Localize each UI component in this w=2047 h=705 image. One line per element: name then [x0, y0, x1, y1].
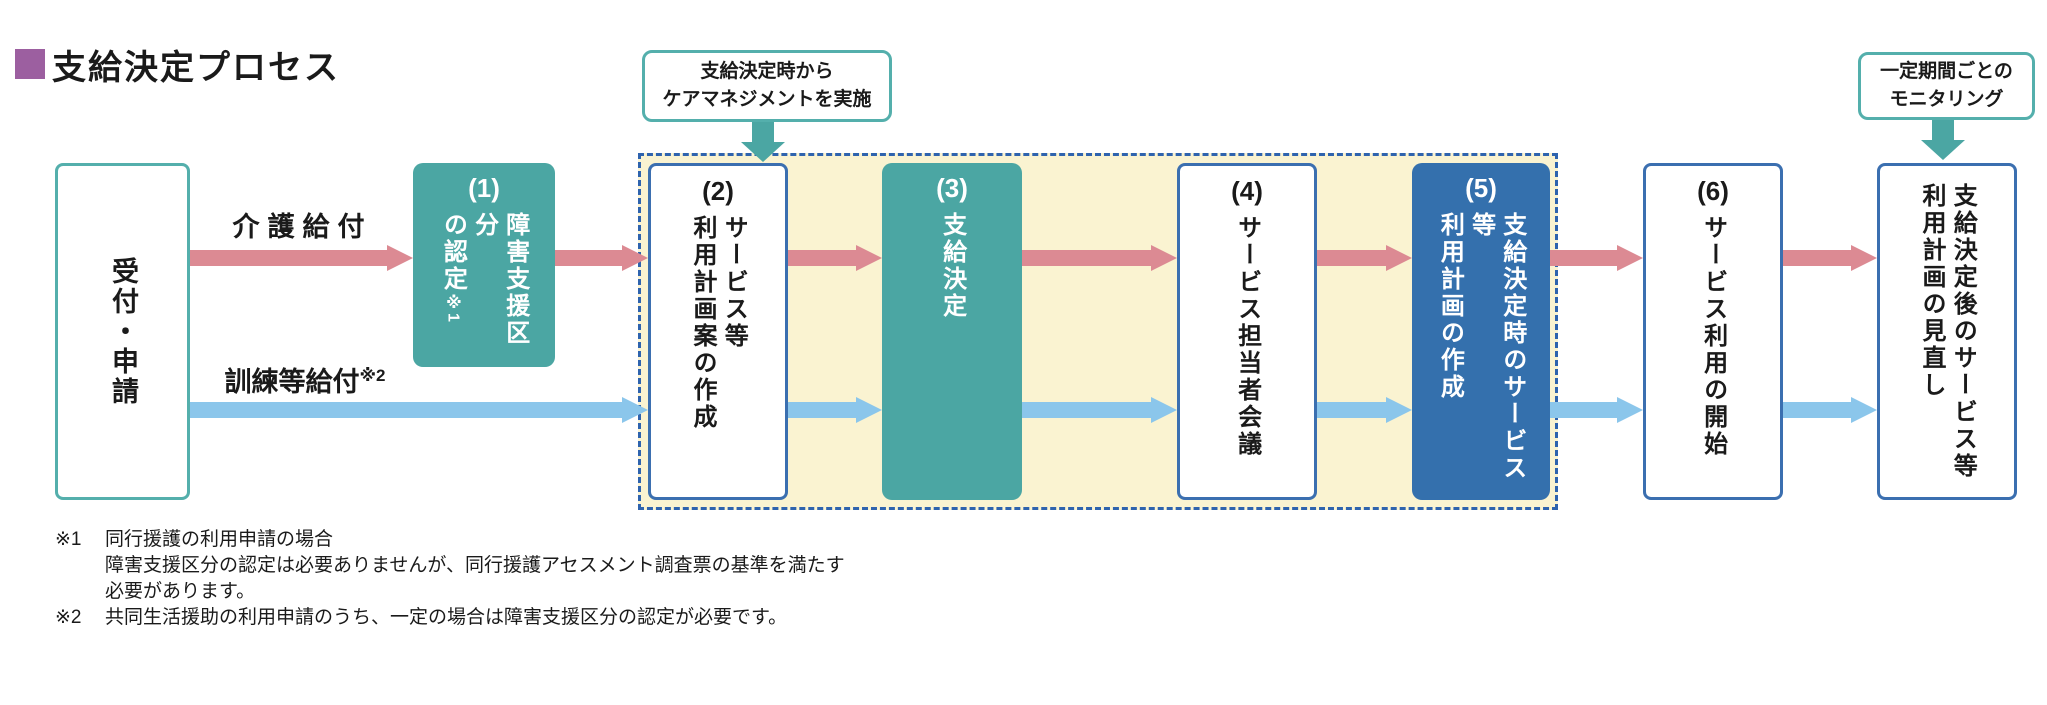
- kunren-benefit-note: ※2: [359, 366, 386, 385]
- page-title: 支給決定プロセス: [52, 48, 340, 87]
- review-box: 支給決定後のサービス等 利用計画の見直し: [1877, 163, 2017, 500]
- step3-number: (3): [936, 173, 968, 203]
- footnote-1: ※1 同行援護の利用申請の場合 障害支援区分の認定は必要ありませんが、同行援護ア…: [55, 527, 1555, 605]
- arrow-blue-step4-step5: [1317, 402, 1386, 418]
- step1-label-text: 障害支援区分 の認定: [439, 212, 529, 348]
- footnote-2-text: 共同生活援助の利用申請のうち、一定の場合は障害支援区分の認定が必要です。: [105, 607, 788, 628]
- arrow-blue-step2-step3: [788, 402, 856, 418]
- footnote-1-text: 同行援護の利用申請の場合 障害支援区分の認定は必要ありませんが、同行援護アセスメ…: [105, 529, 845, 602]
- kunren-benefit-text: 訓練等給付: [224, 367, 360, 397]
- step4-box: (4) サービス担当者会議: [1177, 163, 1317, 500]
- down-arrow-head: [741, 142, 785, 162]
- footnote-2-marker: ※2: [55, 607, 82, 628]
- down-arrow-icon: [741, 122, 785, 162]
- arrow-pink-step3-step4: [1022, 250, 1151, 266]
- arrow-pink-step6-review: [1783, 250, 1851, 266]
- arrow-pink-step1-step2: [555, 250, 622, 266]
- arrow-pink-step4-step5: [1317, 250, 1386, 266]
- reception-label: 受付・申請: [108, 256, 139, 407]
- step3-box: (3) 支給決定: [882, 163, 1022, 500]
- callout-monitoring: 一定期間ごとの モニタリング: [1858, 52, 2035, 120]
- down-arrow-shaft: [1932, 120, 1954, 140]
- review-label: 支給決定後のサービス等 利用計画の見直し: [1918, 183, 1977, 480]
- down-arrow-head: [1921, 140, 1965, 160]
- step5-number: (5): [1465, 173, 1497, 203]
- arrow-blue-step6-review: [1783, 402, 1851, 418]
- kunren-benefit-label: 訓練等給付※2: [195, 360, 415, 399]
- step5-label: 支給決定時のサービス等 利用計画の作成: [1436, 212, 1526, 483]
- care-management-panel: [638, 153, 1558, 510]
- arrow-blue-reception-step2: [190, 402, 622, 418]
- step5-box: (5) 支給決定時のサービス等 利用計画の作成: [1412, 163, 1550, 500]
- step6-box: (6) サービス利用の開始: [1643, 163, 1783, 500]
- down-arrow-icon: [1921, 120, 1965, 160]
- arrow-blue-step5-step6: [1550, 402, 1617, 418]
- step2-box: (2) サービス等 利用計画案の作成: [648, 163, 788, 500]
- arrow-blue-step3-step4: [1022, 402, 1151, 418]
- callout-care-management: 支給決定時から ケアマネジメントを実施: [642, 50, 892, 122]
- down-arrow-shaft: [752, 122, 774, 142]
- step1-number: (1): [468, 173, 500, 203]
- arrow-pink-step2-step3: [788, 250, 856, 266]
- callout-monitoring-text: 一定期間ごとの モニタリング: [1880, 61, 2013, 110]
- step6-number: (6): [1697, 176, 1729, 206]
- step2-number: (2): [702, 176, 734, 206]
- title-square-icon: [15, 49, 45, 79]
- step1-box: (1) 障害支援区分 の認定※1: [413, 163, 555, 367]
- step1-label: 障害支援区分 の認定※1: [437, 212, 531, 367]
- footnote-2: ※2 共同生活援助の利用申請のうち、一定の場合は障害支援区分の認定が必要です。: [55, 605, 1555, 631]
- step4-number: (4): [1231, 176, 1263, 206]
- step3-label: 支給決定: [938, 212, 966, 321]
- arrow-pink-step5-step6: [1550, 250, 1617, 266]
- callout-care-management-text: 支給決定時から ケアマネジメントを実施: [662, 61, 872, 110]
- reception-box: 受付・申請: [55, 163, 190, 500]
- step1-note: ※1: [444, 293, 462, 324]
- step6-label: サービス利用の開始: [1699, 215, 1727, 459]
- step2-label: サービス等 利用計画案の作成: [689, 215, 748, 432]
- footnote-1-marker: ※1: [55, 529, 82, 550]
- kaigo-benefit-label: 介護給付: [232, 212, 373, 242]
- arrow-pink-reception-step1: [190, 250, 387, 266]
- step4-label: サービス担当者会議: [1233, 215, 1261, 459]
- page-title-row: 支給決定プロセス: [15, 44, 340, 87]
